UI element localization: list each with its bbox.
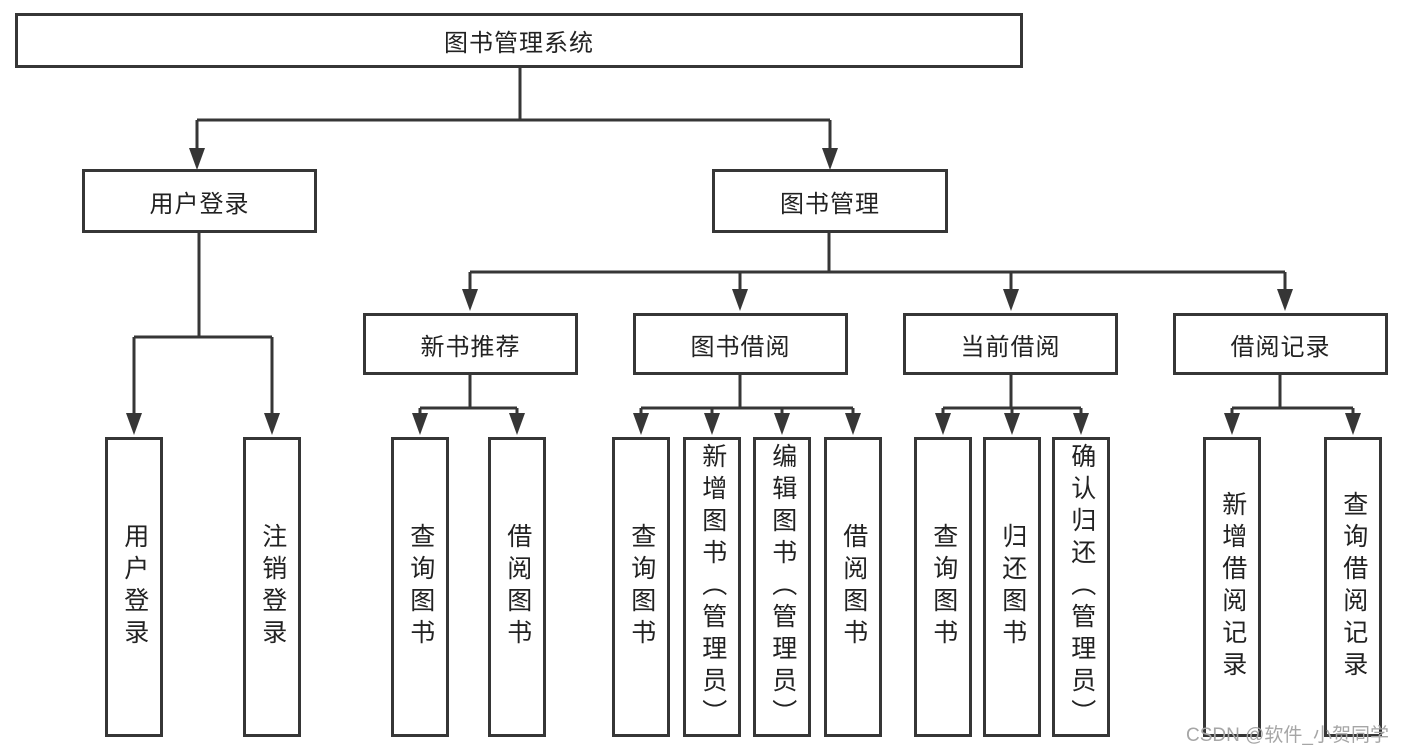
leaf-label: 新增图书（管理员） [698,443,727,731]
csdn-watermark: CSDN @软件_小贺同学 [1186,725,1389,746]
node-borrowing-records: 借阅记录 [1173,313,1388,375]
node-book-borrowing: 图书借阅 [633,313,848,375]
connector-new-book-to-leaves [412,375,525,435]
leaf-label: 查询图书 [627,523,656,651]
arrowhead [822,148,838,170]
connector-user-login-to-leaves [126,233,280,435]
arrowhead [462,289,478,311]
leaf-label: 新增借阅记录 [1218,491,1247,683]
leaf-return-books: 归还图书 [983,437,1041,737]
leaf-logout: 注销登录 [243,437,301,737]
leaf-query-books-recommend: 查询图书 [391,437,449,737]
leaf-user-login: 用户登录 [105,437,163,737]
node-current-borrowing: 当前借阅 [903,313,1118,375]
leaf-add-books-admin: 新增图书（管理员） [683,437,741,737]
node-book-management: 图书管理 [712,169,948,233]
leaf-confirm-return-admin: 确认归还（管理员） [1052,437,1110,737]
leaf-label: 查询图书 [929,523,958,651]
arrowhead [264,413,280,435]
leaf-query-borrow-record: 查询借阅记录 [1324,437,1382,737]
node-new-book-recommendation: 新书推荐 [363,313,578,375]
arrowhead [935,413,951,435]
node-label: 新书推荐 [420,333,521,361]
connector-book-borrowing-to-leaves [633,375,861,435]
connector-current-borrowing-to-leaves [935,375,1089,435]
arrowhead [126,413,142,435]
node-label: 当前借阅 [960,333,1061,361]
leaf-label: 编辑图书（管理员） [768,443,797,731]
node-library-system: 图书管理系统 [15,13,1023,68]
connector-root-to-level2 [189,67,838,170]
arrowhead [774,413,790,435]
leaf-add-borrow-record: 新增借阅记录 [1203,437,1261,737]
node-label: 图书管理系统 [444,30,594,57]
leaf-label: 用户登录 [120,523,149,651]
arrowhead [1073,413,1089,435]
arrowhead [845,413,861,435]
arrowhead [732,289,748,311]
node-label: 图书管理 [780,190,880,218]
arrowhead [1003,289,1019,311]
arrowhead [1277,289,1293,311]
leaf-edit-books-admin: 编辑图书（管理员） [753,437,811,737]
arrowhead [189,148,205,170]
leaf-label: 查询借阅记录 [1339,491,1368,683]
connector-book-management-to-level3 [462,233,1293,311]
connector-borrowing-records-to-leaves [1224,375,1361,435]
arrowhead [1224,413,1240,435]
node-label: 借阅记录 [1230,333,1331,361]
leaf-label: 注销登录 [258,523,287,651]
leaf-query-books-borrowing: 查询图书 [612,437,670,737]
arrowhead [633,413,649,435]
leaf-label: 归还图书 [998,523,1027,651]
node-label: 图书借阅 [690,333,791,361]
arrowhead [509,413,525,435]
arrowhead [412,413,428,435]
arrowhead [704,413,720,435]
node-label: 用户登录 [149,190,250,218]
leaf-borrow-books-borrowing: 借阅图书 [824,437,882,737]
leaf-label: 借阅图书 [503,523,532,651]
leaf-borrow-books-recommend: 借阅图书 [488,437,546,737]
node-user-login: 用户登录 [82,169,317,233]
leaf-label: 查询图书 [406,523,435,651]
leaf-label: 确认归还（管理员） [1067,443,1096,731]
leaf-query-books-current: 查询图书 [914,437,972,737]
leaf-label: 借阅图书 [839,523,868,651]
arrowhead [1004,413,1020,435]
arrowhead [1345,413,1361,435]
